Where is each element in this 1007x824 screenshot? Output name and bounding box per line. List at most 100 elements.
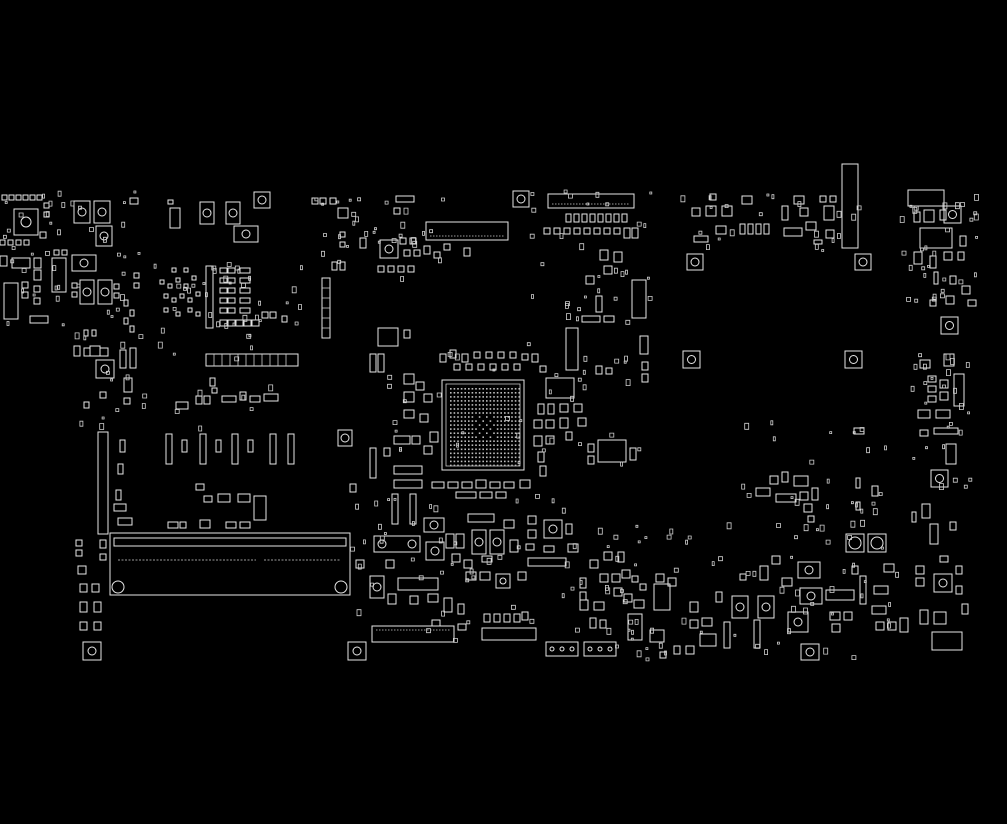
smd-pad xyxy=(686,540,688,544)
smd-pad xyxy=(742,484,745,489)
smd-pad xyxy=(158,342,162,348)
bga-ball xyxy=(468,392,470,394)
mounting-holes xyxy=(72,191,961,660)
bga-ball xyxy=(489,444,492,446)
bga-ball xyxy=(450,416,452,418)
bga-ball xyxy=(496,412,499,414)
bga-ball xyxy=(496,436,499,438)
smd-pad xyxy=(976,236,978,238)
bga-ball xyxy=(457,392,459,394)
smd-pad xyxy=(940,484,944,490)
bga-ball xyxy=(500,424,502,426)
bga-ball xyxy=(464,428,466,430)
mounting-hole xyxy=(254,192,270,208)
bga-ball xyxy=(468,464,470,467)
smd-pad xyxy=(598,289,600,293)
bga-ball xyxy=(504,408,506,410)
bga-ball xyxy=(478,408,481,410)
bga-ball xyxy=(453,460,456,463)
bga-ball xyxy=(460,440,463,442)
smd-pad xyxy=(947,426,949,428)
smd-pad xyxy=(650,192,652,194)
bga-ball xyxy=(493,424,495,426)
smd-pad xyxy=(33,294,35,296)
bga-ball xyxy=(468,432,470,434)
smd-pad xyxy=(371,583,374,586)
bga-ball xyxy=(460,424,463,426)
bga-ball xyxy=(514,436,517,438)
bga-ball xyxy=(514,452,517,455)
smd-pad xyxy=(623,600,627,604)
bga-ball xyxy=(450,408,452,410)
bga-ball xyxy=(482,428,484,430)
smd-pad xyxy=(238,269,240,273)
smd-pad xyxy=(571,396,574,401)
bga-ball xyxy=(450,436,452,438)
bga-ball xyxy=(518,404,520,406)
bga-ball xyxy=(471,396,474,398)
bga-ball xyxy=(457,396,459,398)
smd-pad xyxy=(851,521,855,527)
smd-pad xyxy=(791,556,793,558)
bga-ball xyxy=(507,396,510,398)
mounting-hole xyxy=(338,430,352,446)
bga-ball xyxy=(478,388,481,390)
bga-ball xyxy=(475,408,477,410)
smd-pad xyxy=(826,540,830,544)
smd-pad xyxy=(815,244,818,249)
bga-ball xyxy=(453,396,456,398)
smd-pad xyxy=(55,286,57,290)
bga-ball xyxy=(511,404,513,406)
smd-pad xyxy=(388,384,392,388)
bga-ball xyxy=(489,396,492,398)
smd-pad xyxy=(830,587,834,593)
bga-ball xyxy=(518,424,520,426)
bga-ball xyxy=(496,404,499,406)
smd-pad xyxy=(637,222,641,226)
bga-ball xyxy=(478,452,481,455)
smd-pad xyxy=(161,328,164,333)
bga-ball xyxy=(486,456,488,459)
smd-pad xyxy=(792,606,796,612)
bga-ball xyxy=(514,444,517,446)
bga-ball xyxy=(460,404,463,406)
bga-ball xyxy=(489,388,492,390)
bga-ball xyxy=(500,420,502,422)
bga-ball xyxy=(468,424,470,426)
smd-pad xyxy=(852,214,856,220)
smd-pad xyxy=(7,322,9,326)
smd-pad xyxy=(861,509,863,513)
smd-pad xyxy=(924,382,927,385)
smd-pad xyxy=(58,230,61,235)
bga-ball xyxy=(464,408,466,410)
smd-pad xyxy=(399,234,402,237)
bga-ball xyxy=(500,444,502,446)
smd-pad xyxy=(339,235,341,239)
bga-ball xyxy=(460,452,463,455)
bga-ball xyxy=(518,400,520,402)
smd-pad xyxy=(404,208,408,214)
bga-ball xyxy=(457,448,459,451)
smd-pad xyxy=(909,265,912,270)
smd-pad xyxy=(250,408,253,411)
smd-pad xyxy=(712,562,714,566)
smd-pad xyxy=(233,323,236,326)
bga-ball xyxy=(511,400,513,402)
smd-pad xyxy=(401,277,404,282)
bga-ball xyxy=(511,436,513,438)
bga-ball xyxy=(450,440,452,442)
smd-pad xyxy=(106,371,109,374)
smd-pad xyxy=(392,239,396,243)
mounting-hole xyxy=(96,226,112,246)
bga-ball xyxy=(468,396,470,398)
bga-ball xyxy=(468,408,470,410)
smd-pad xyxy=(111,379,113,381)
bga-ball xyxy=(504,432,506,434)
bga-ball xyxy=(453,416,456,418)
smd-pad xyxy=(966,363,969,368)
bga-ball xyxy=(511,392,513,394)
smd-pad xyxy=(154,264,156,268)
smd-pad xyxy=(872,502,875,505)
bga-ball xyxy=(471,416,474,418)
smd-pad xyxy=(53,266,56,271)
